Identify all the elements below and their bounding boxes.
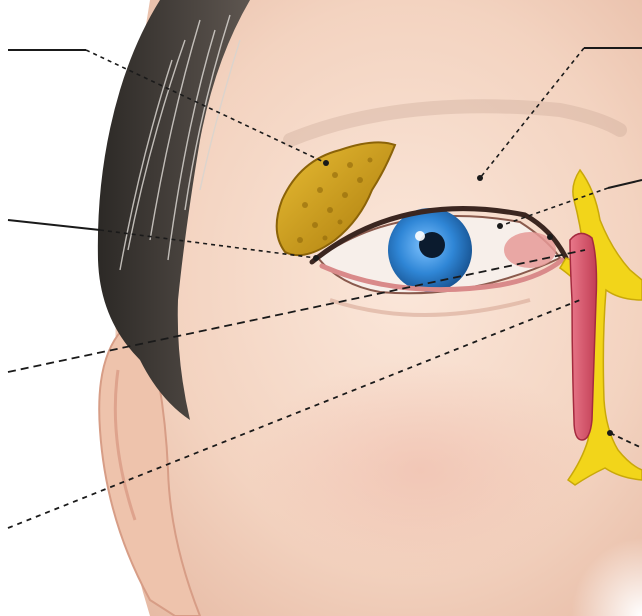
lower-right-fade xyxy=(500,460,642,616)
eye-highlight xyxy=(415,231,425,241)
lacrimal-sac xyxy=(570,233,597,440)
